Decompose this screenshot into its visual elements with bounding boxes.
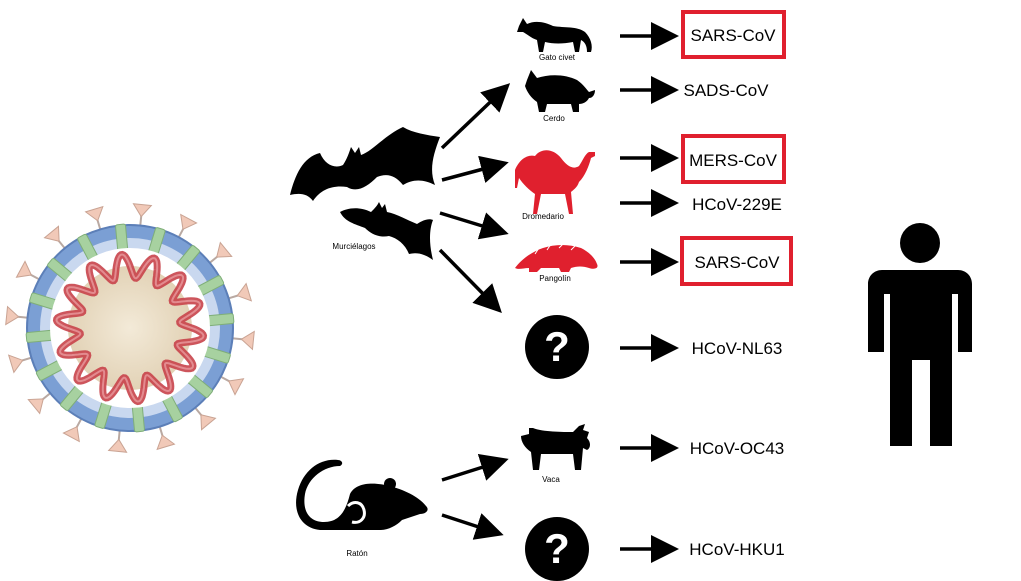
membrane-protein xyxy=(206,313,235,327)
spike-protein xyxy=(27,390,54,415)
cow-label: Vaca xyxy=(542,475,560,484)
pangolin-icon xyxy=(515,243,598,272)
pig-label: Cerdo xyxy=(543,114,565,123)
virus-core xyxy=(68,266,192,390)
bat-large-icon xyxy=(290,127,440,201)
pig-icon xyxy=(525,70,595,112)
civet-label: Gato civet xyxy=(539,53,576,62)
highlight-box-2 xyxy=(681,134,786,184)
bat-small-icon xyxy=(340,202,433,260)
bats-label: Murciélagos xyxy=(332,242,375,251)
unknown-host-icon-2: ? xyxy=(525,517,589,581)
virus-rna-coil-highlight xyxy=(55,253,205,403)
civet-icon xyxy=(517,18,592,52)
highlight-box-1 xyxy=(681,10,786,59)
unknown-host-icon-1: ? xyxy=(525,315,589,379)
virus-label-sars-cov-2: SARS-CoV xyxy=(694,253,780,272)
arrow-bat-to-unknown xyxy=(438,248,502,313)
highlight-box-3 xyxy=(680,236,793,286)
virus-label-sars-cov-1: SARS-CoV xyxy=(690,26,776,45)
dromedary-label: Dromedario xyxy=(522,212,564,221)
dromedary-icon xyxy=(515,150,595,214)
virus-label-hcov-hku1: HCoV-HKU1 xyxy=(689,540,784,559)
coronavirus-illustration xyxy=(5,203,255,453)
question-mark: ? xyxy=(544,525,570,572)
membrane-protein xyxy=(115,223,129,252)
rat-icon xyxy=(296,459,428,530)
rat-label: Ratón xyxy=(346,549,367,558)
virus-label-hcov-nl63: HCoV-NL63 xyxy=(692,339,783,358)
virus-label-sads-cov: SADS-CoV xyxy=(683,81,769,100)
arrow-bat-to-dromedary xyxy=(441,155,509,183)
question-mark: ? xyxy=(544,323,570,370)
human-icon xyxy=(868,223,972,446)
membrane-protein xyxy=(25,329,54,343)
arrow-bat-to-civet xyxy=(440,83,511,150)
arrow-rat-to-cow xyxy=(441,453,509,482)
virus-membrane-proteins xyxy=(25,223,235,433)
membrane-protein xyxy=(131,404,145,433)
virus-label-mers-cov: MERS-CoV xyxy=(689,151,778,170)
pangolin-label: Pangolín xyxy=(539,274,571,283)
cow-icon xyxy=(521,424,590,470)
arrow-rat-to-unknown xyxy=(441,513,504,540)
virus-label-hcov-oc43: HCoV-OC43 xyxy=(690,439,784,458)
arrow-bat-to-pangolin xyxy=(439,211,509,240)
virus-label-hcov-229e: HCoV-229E xyxy=(692,195,782,214)
